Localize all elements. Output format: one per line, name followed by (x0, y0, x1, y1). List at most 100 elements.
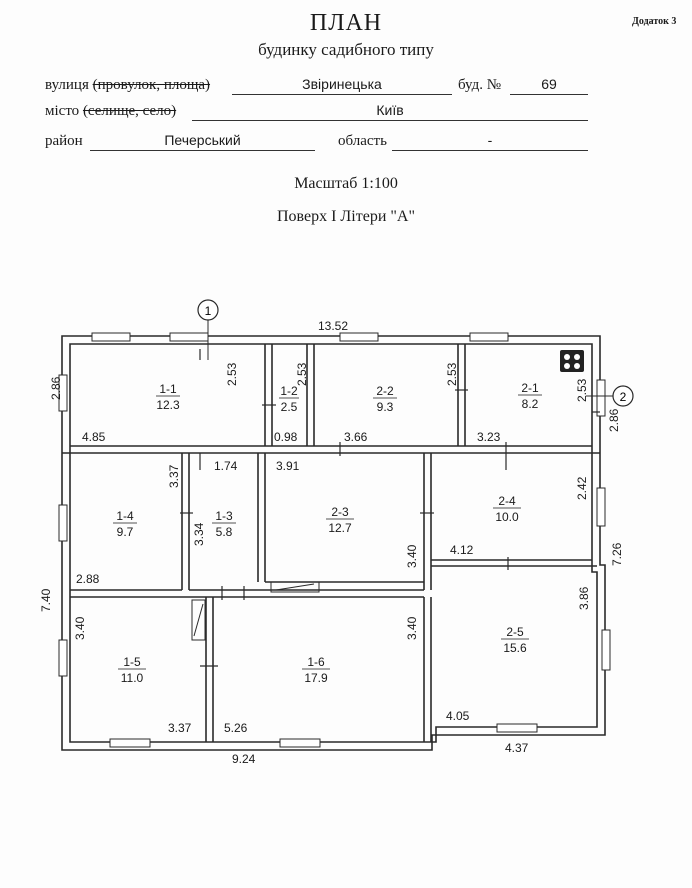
city-struck-options: (селище, село) (82, 103, 177, 119)
room-2-4: 2-4 10.0 (493, 494, 521, 524)
region-label: область (338, 133, 387, 149)
axis-circle (612, 385, 634, 407)
building-field: 69 (510, 76, 588, 95)
room-id: 1-1 (159, 382, 177, 396)
dim-r13-width: 1.74 (214, 459, 238, 473)
wall-12-22 (306, 344, 315, 446)
room-id: 1-6 (307, 655, 325, 669)
chimney-diagonal (193, 603, 204, 637)
window (596, 379, 606, 417)
dim-r24-width: 4.12 (450, 543, 474, 557)
dim-overall-top: 13.52 (318, 319, 348, 333)
room-area: 5.8 (216, 525, 233, 539)
room-1-5: 1-5 11.0 (118, 655, 146, 685)
room-area: 12.7 (328, 521, 352, 535)
window (496, 723, 538, 733)
stove-body (560, 350, 584, 372)
stove-burner (564, 354, 570, 360)
dim-r16-depth: 3.40 (405, 616, 419, 640)
dim-r21-width: 3.23 (477, 430, 501, 444)
wall-11-12 (264, 344, 273, 446)
axis-circle (197, 299, 219, 321)
axis-label: 1 (205, 304, 212, 318)
dim-r25-width: 4.05 (446, 709, 470, 723)
dim-r11-width: 4.85 (82, 430, 106, 444)
document-subtitle: будинку садибного типу (258, 40, 434, 59)
dim-r22-width: 3.66 (344, 430, 368, 444)
room-area: 17.9 (304, 671, 328, 685)
room-id: 2-3 (331, 505, 349, 519)
dim-bottom-right: 4.37 (505, 741, 529, 755)
dim-r11-depth: 2.53 (225, 362, 239, 386)
vent-shaft-diagonal (275, 583, 315, 591)
room-2-3: 2-3 12.7 (326, 505, 354, 535)
axis-marker-2: 2 (586, 385, 634, 407)
room-2-1: 2-1 8.2 (518, 381, 542, 411)
vent-shaft-icon (270, 581, 320, 593)
stove-icon (560, 350, 584, 372)
door-marks (180, 349, 600, 667)
wall-14-13 (181, 453, 190, 590)
room-area: 8.2 (522, 397, 539, 411)
outer-wall-inner (69, 343, 598, 743)
dim-r21-depth: 2.53 (575, 378, 589, 402)
room-area: 10.0 (495, 510, 519, 524)
chimney-icon (191, 599, 206, 641)
wall-16-25 (423, 597, 432, 742)
window (58, 504, 68, 542)
district-value: Печерський (164, 132, 241, 148)
room-area: 12.3 (156, 398, 180, 412)
wall-24-25 (431, 559, 597, 567)
dim-r14-depth: 3.37 (167, 464, 181, 488)
window (601, 629, 611, 671)
street-field: Звіринецька (232, 76, 452, 95)
axis-marker-1: 1 (197, 299, 219, 360)
window (596, 487, 606, 527)
dim-r25-depth: 3.86 (577, 586, 591, 610)
window (91, 332, 131, 342)
building-label: буд. № (458, 77, 502, 93)
dim-overall-left: 7.40 (39, 588, 53, 612)
district-label: район (45, 133, 83, 149)
room-id: 1-2 (280, 384, 298, 398)
window (339, 332, 379, 342)
region-field: - (392, 132, 588, 151)
wall-13-23 (257, 453, 266, 582)
street-struck-options: (провулок, площа) (92, 77, 211, 93)
windows (58, 332, 611, 748)
room-1-4: 1-4 9.7 (113, 509, 137, 539)
room-2-2: 2-2 9.3 (373, 384, 397, 414)
city-field: Київ (192, 102, 588, 121)
dim-r12-depth: 2.53 (295, 362, 309, 386)
dim-right-top: 2.86 (607, 408, 621, 432)
stove-burner (564, 363, 570, 369)
document-title: ПЛАН (309, 10, 383, 36)
room-1-1: 1-1 12.3 (156, 382, 180, 412)
dim-r16-width: 5.26 (224, 721, 248, 735)
room-id: 1-3 (215, 509, 233, 523)
city-value: Київ (376, 102, 404, 118)
dim-r22-depth: 2.53 (445, 362, 459, 386)
district-field: Печерський (90, 132, 315, 151)
street-label: вулиця (провулок, площа) (45, 77, 211, 93)
room-1-6: 1-6 17.9 (302, 655, 330, 685)
dim-r23-depth: 3.40 (405, 544, 419, 568)
room-id: 2-2 (376, 384, 394, 398)
room-2-5: 2-5 15.6 (501, 625, 529, 655)
scale-label: Масштаб 1:100 (294, 175, 398, 192)
region-value: - (487, 132, 493, 148)
dim-r13-depth: 3.34 (192, 522, 206, 546)
dim-r12-width: 0.98 (274, 430, 298, 444)
dim-left-top: 2.86 (49, 376, 63, 400)
room-area: 11.0 (121, 671, 144, 685)
room-id: 2-1 (521, 381, 539, 395)
dim-r15-depth: 3.40 (73, 616, 87, 640)
room-id: 1-5 (123, 655, 141, 669)
dim-bottom-left: 9.24 (232, 752, 256, 766)
dim-r14-width: 2.88 (76, 572, 100, 586)
dimension-labels: 13.52 4.85 0.98 3.66 3.23 1.74 3.91 4.12… (76, 319, 529, 766)
window (469, 332, 509, 342)
street-value: Звіринецька (302, 76, 382, 92)
appendix-label: Додаток 3 (632, 16, 677, 27)
